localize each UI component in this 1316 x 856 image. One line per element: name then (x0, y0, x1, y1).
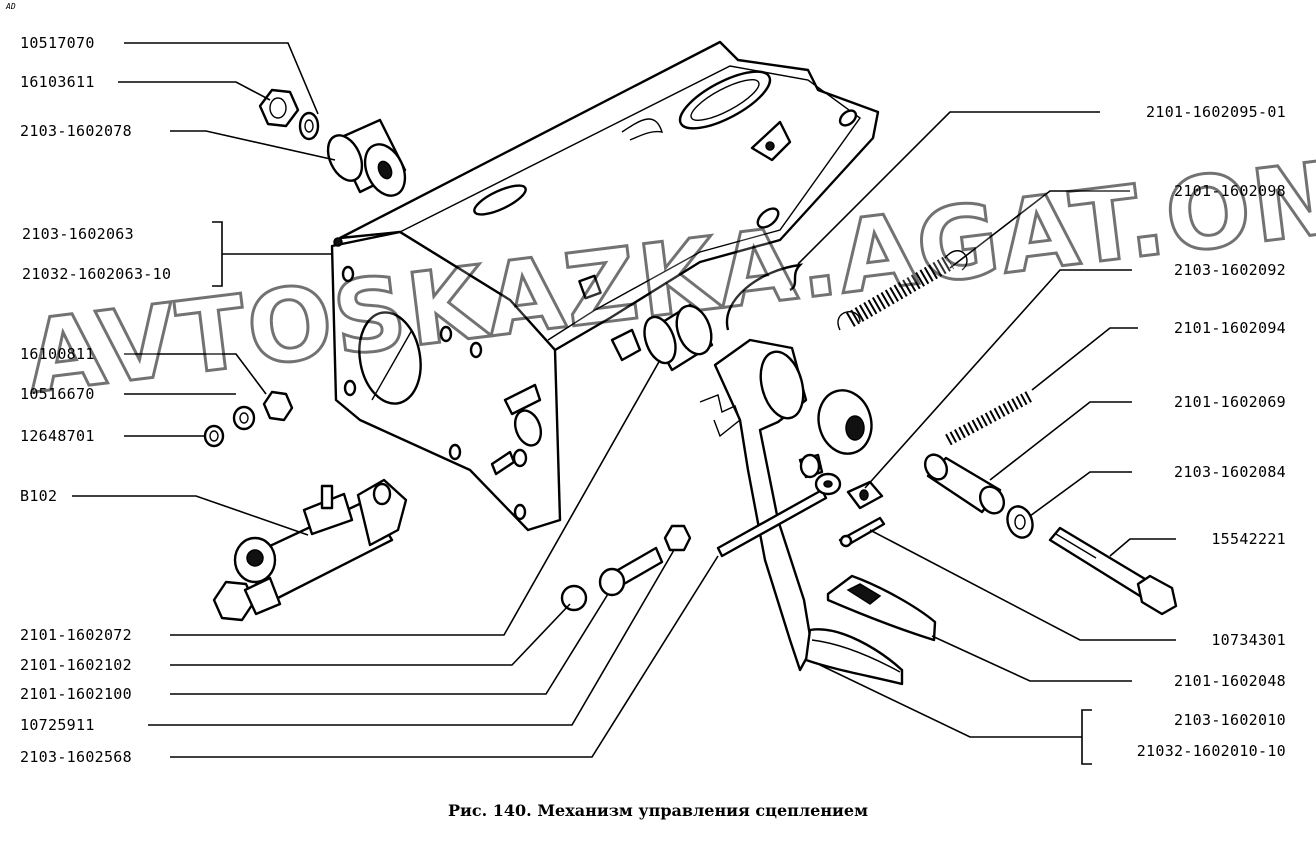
small-spring (945, 390, 1033, 446)
label-l1: 10517070 (20, 34, 95, 52)
pedal-bracket (330, 40, 880, 532)
label-l14: 2103-1602568 (20, 748, 132, 766)
label-l8: 12648701 (20, 427, 95, 445)
pivot-bolt (1048, 526, 1178, 616)
label-l7: 10516670 (20, 385, 95, 403)
label-r8: 10734301 (1211, 631, 1286, 649)
leader-lines (72, 42, 1176, 765)
figure-caption: Рис. 140. Механизм управления сцеплением (448, 801, 868, 820)
label-l4: 2103-1602063 (22, 225, 134, 243)
corner-mark: AD (6, 2, 16, 11)
master-cylinder (212, 478, 408, 622)
label-r2: 2101-1602098 (1174, 182, 1286, 200)
label-l3: 2103-1602078 (20, 122, 132, 140)
label-r10: 2103-1602010 (1174, 711, 1286, 729)
pedal-lever (699, 338, 937, 686)
label-l5: 21032-1602063-10 (22, 265, 172, 283)
bushing-top (326, 118, 407, 197)
label-r6: 2103-1602084 (1174, 463, 1286, 481)
label-r3: 2103-1602092 (1174, 261, 1286, 279)
label-r7: 15542221 (1211, 530, 1286, 548)
label-r5: 2101-1602069 (1174, 393, 1286, 411)
sleeve (923, 453, 1006, 515)
push-rod (716, 472, 842, 558)
label-l6: 16100811 (20, 345, 95, 363)
label-l2: 16103611 (20, 73, 95, 91)
lock-plate (846, 480, 884, 510)
label-l12: 2101-1602100 (20, 685, 132, 703)
nuts-left (203, 390, 294, 448)
label-r4: 2101-1602094 (1174, 319, 1286, 337)
nut-washer-top (258, 88, 320, 141)
label-l13: 10725911 (20, 716, 95, 734)
label-r9: 2101-1602048 (1174, 672, 1286, 690)
return-spring (837, 250, 968, 331)
pivot-bushing (643, 303, 714, 372)
label-l10: 2101-1602072 (20, 626, 132, 644)
label-r1: 2101-1602095-01 (1146, 103, 1286, 121)
wire-spring (725, 263, 804, 331)
label-l9: B102 (20, 487, 58, 505)
label-r11: 21032-1602010-10 (1136, 742, 1286, 760)
label-l11: 2101-1602102 (20, 656, 132, 674)
washer-right (1006, 505, 1034, 539)
switch-parts (560, 524, 692, 612)
